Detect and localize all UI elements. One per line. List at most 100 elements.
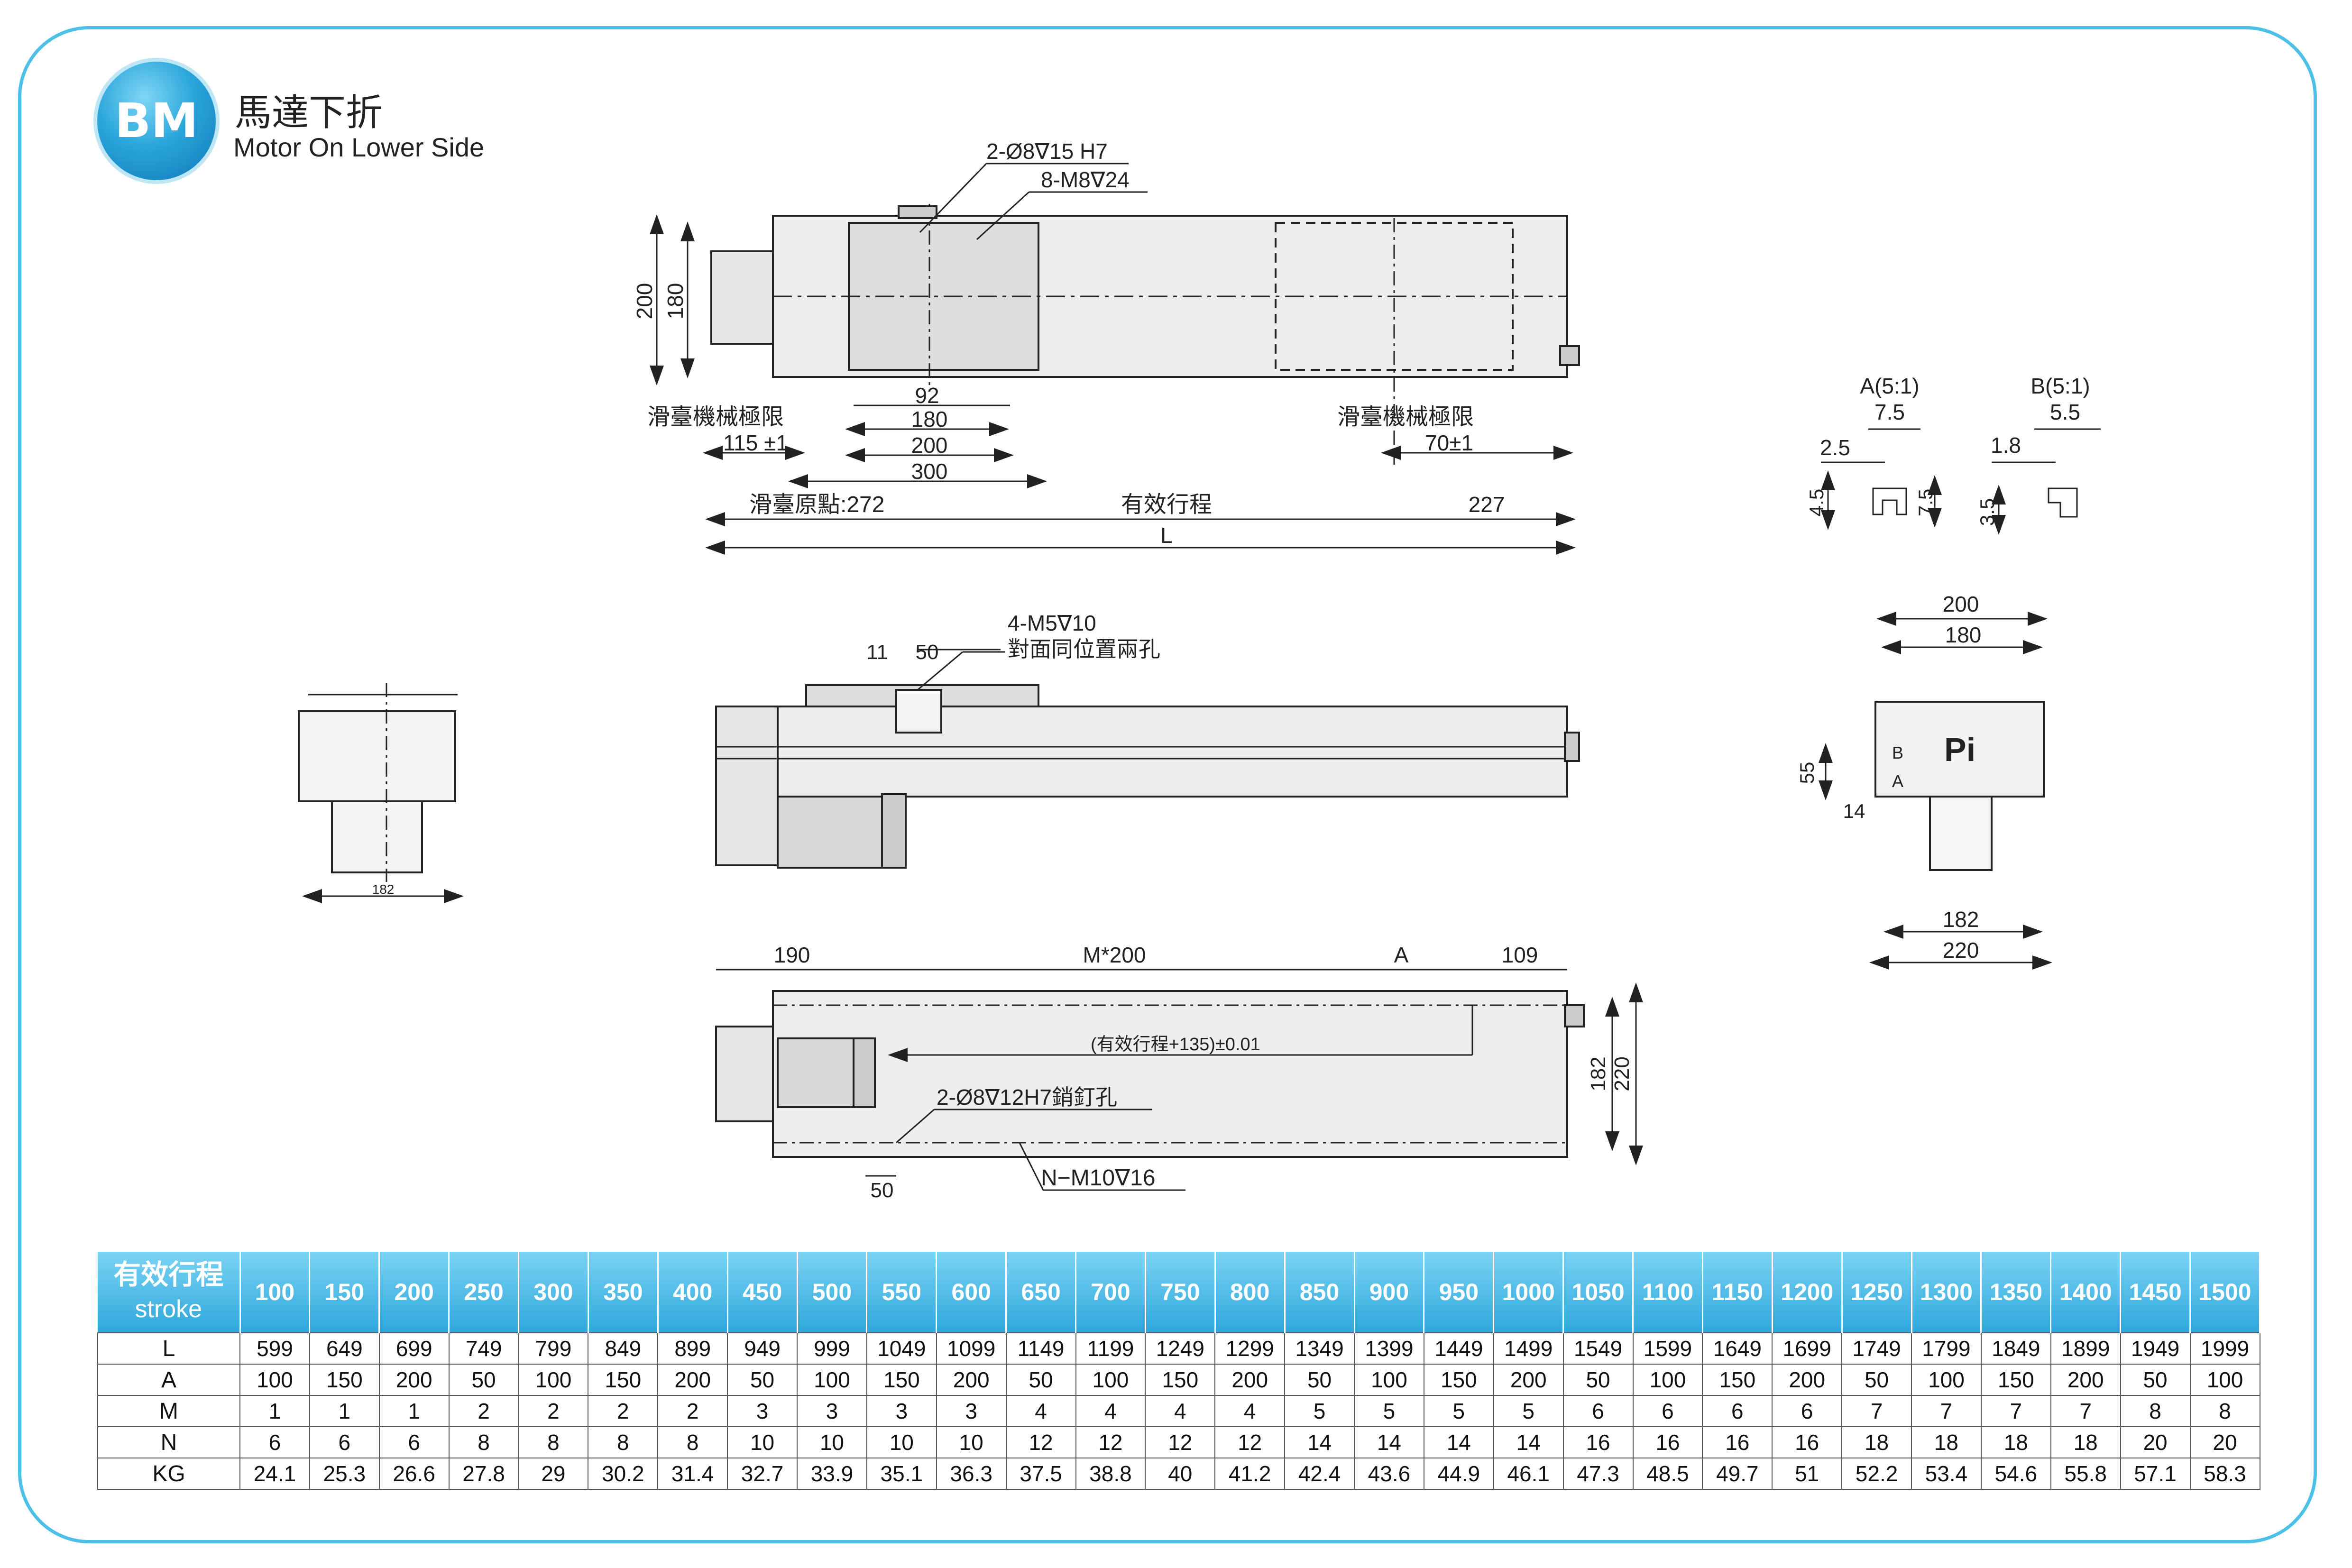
stroke-header-cell: 550 bbox=[866, 1252, 937, 1333]
row-label: M bbox=[97, 1395, 240, 1427]
stroke-header-cell: 500 bbox=[797, 1252, 868, 1333]
svg-text:3.5: 3.5 bbox=[1976, 498, 1998, 526]
stroke-header-cell: 1350 bbox=[1981, 1252, 2052, 1333]
table-cell: 36.3 bbox=[936, 1458, 1007, 1490]
table-cell: 41.2 bbox=[1214, 1458, 1286, 1490]
svg-text:109: 109 bbox=[1502, 943, 1538, 967]
table-cell: 5 bbox=[1354, 1395, 1424, 1427]
row-label: A bbox=[97, 1364, 240, 1396]
svg-text:7.5: 7.5 bbox=[1874, 400, 1905, 424]
table-cell: 1499 bbox=[1493, 1332, 1564, 1365]
table-cell: 6 bbox=[1562, 1395, 1634, 1427]
table-cell: 33.9 bbox=[797, 1458, 867, 1490]
table-header-label: 有效行程 stroke bbox=[98, 1252, 241, 1333]
table-cell: 8 bbox=[2120, 1395, 2191, 1427]
stroke-label: 有效行程 bbox=[1121, 492, 1212, 517]
table-cell: 150 bbox=[309, 1364, 380, 1396]
svg-text:7.5: 7.5 bbox=[1914, 489, 1937, 516]
dim-180b: 180 bbox=[911, 407, 948, 431]
bottom-view-labels: 190 M*200 A 109 (有效行程+135)±0.01 2-Ø8∇12H… bbox=[774, 943, 1634, 1202]
stroke-header-cell: 1000 bbox=[1493, 1252, 1564, 1333]
table-cell: 54.6 bbox=[1980, 1458, 2051, 1490]
callout-m5-note: 對面同位置兩孔 bbox=[1008, 637, 1160, 661]
svg-text:4.5: 4.5 bbox=[1805, 489, 1828, 516]
callout-tapped-holes: 8-M8∇24 bbox=[1041, 167, 1130, 192]
table-cell: 150 bbox=[1145, 1364, 1216, 1396]
detail-views bbox=[1821, 428, 2101, 535]
table-cell: 16 bbox=[1632, 1426, 1703, 1458]
table-cell: 24.1 bbox=[239, 1458, 310, 1490]
table-cell: 52.2 bbox=[1841, 1458, 1912, 1490]
svg-text:B: B bbox=[1892, 743, 1903, 762]
table-cell: 8 bbox=[518, 1426, 589, 1458]
table-cell: 200 bbox=[2050, 1364, 2121, 1396]
stroke-header-cell: 800 bbox=[1215, 1252, 1286, 1333]
stroke-header-cell: 1500 bbox=[2190, 1252, 2260, 1333]
svg-text:180: 180 bbox=[1945, 623, 1982, 647]
table-cell: 749 bbox=[448, 1332, 519, 1365]
table-cell: 7 bbox=[1911, 1395, 1982, 1427]
table-cell: 2 bbox=[588, 1395, 659, 1427]
table-cell: 42.4 bbox=[1284, 1458, 1355, 1490]
table-cell: 37.5 bbox=[1005, 1458, 1076, 1490]
length-label: L bbox=[1160, 523, 1173, 548]
table-cell: 14 bbox=[1493, 1426, 1564, 1458]
table-cell: 599 bbox=[239, 1332, 310, 1365]
table-cell: 1 bbox=[239, 1395, 310, 1427]
table-cell: 7 bbox=[1841, 1395, 1912, 1427]
stroke-header-cell: 1100 bbox=[1633, 1252, 1703, 1333]
left-limit-value: 115 ±1 bbox=[723, 431, 788, 455]
callout-pin-holes: 2-Ø8∇15 H7 bbox=[986, 139, 1108, 164]
table-cell: 16 bbox=[1702, 1426, 1773, 1458]
table-cell: 1449 bbox=[1423, 1332, 1494, 1365]
table-cell: 200 bbox=[1772, 1364, 1843, 1396]
page-title-zh: 馬達下折 bbox=[235, 92, 383, 134]
table-cell: 6 bbox=[1702, 1395, 1773, 1427]
table-cell: 649 bbox=[309, 1332, 380, 1365]
table-cell: 4 bbox=[1005, 1395, 1076, 1427]
table-cell: 5 bbox=[1284, 1395, 1355, 1427]
table-cell: 14 bbox=[1284, 1426, 1355, 1458]
svg-text:220: 220 bbox=[1943, 938, 1979, 963]
detail-b-title: B(5:1) bbox=[2030, 374, 2090, 398]
table-cell: 1249 bbox=[1145, 1332, 1216, 1365]
svg-text:200: 200 bbox=[1943, 592, 1979, 616]
table-cell: 100 bbox=[518, 1364, 589, 1396]
logo-text: BM bbox=[115, 93, 198, 148]
table-cell: 100 bbox=[239, 1364, 310, 1396]
table-cell: 51 bbox=[1772, 1458, 1843, 1490]
table-cell: 1799 bbox=[1911, 1332, 1982, 1365]
dim-227: 227 bbox=[1469, 492, 1505, 517]
table-cell: 31.4 bbox=[657, 1458, 728, 1490]
table-cell: 50 bbox=[2120, 1364, 2191, 1396]
table-cell: 3 bbox=[936, 1395, 1007, 1427]
table-cell: 10 bbox=[727, 1426, 798, 1458]
table-cell: 1199 bbox=[1075, 1332, 1146, 1365]
table-cell: 100 bbox=[1354, 1364, 1424, 1396]
stroke-header-cell: 1300 bbox=[1911, 1252, 1982, 1333]
table-cell: 200 bbox=[657, 1364, 728, 1396]
page-frame bbox=[18, 26, 2317, 1543]
stroke-header-cell: 650 bbox=[1006, 1252, 1076, 1333]
pi-logo: Pi bbox=[1944, 731, 1975, 768]
table-cell: 1 bbox=[378, 1395, 450, 1427]
svg-text:55: 55 bbox=[1796, 762, 1818, 784]
svg-text:182: 182 bbox=[1587, 1056, 1610, 1091]
table-cell: 1099 bbox=[936, 1332, 1007, 1365]
table-cell: 8 bbox=[588, 1426, 659, 1458]
table-cell: 18 bbox=[1841, 1426, 1912, 1458]
svg-text:A: A bbox=[1394, 943, 1409, 967]
table-cell: 1999 bbox=[2189, 1332, 2260, 1365]
table-cell: 16 bbox=[1562, 1426, 1634, 1458]
svg-text:1.8: 1.8 bbox=[1991, 433, 2021, 458]
side-view-labels: 11 50 4-M5∇10 對面同位置兩孔 bbox=[866, 611, 1160, 664]
stroke-header-cell: 200 bbox=[379, 1252, 450, 1333]
table-cell: 18 bbox=[1911, 1426, 1982, 1458]
header-label-en: stroke bbox=[135, 1295, 202, 1323]
callout-m5-holes: 4-M5∇10 bbox=[1008, 611, 1096, 635]
table-cell: 10 bbox=[936, 1426, 1007, 1458]
table-cell: 100 bbox=[2189, 1364, 2260, 1396]
